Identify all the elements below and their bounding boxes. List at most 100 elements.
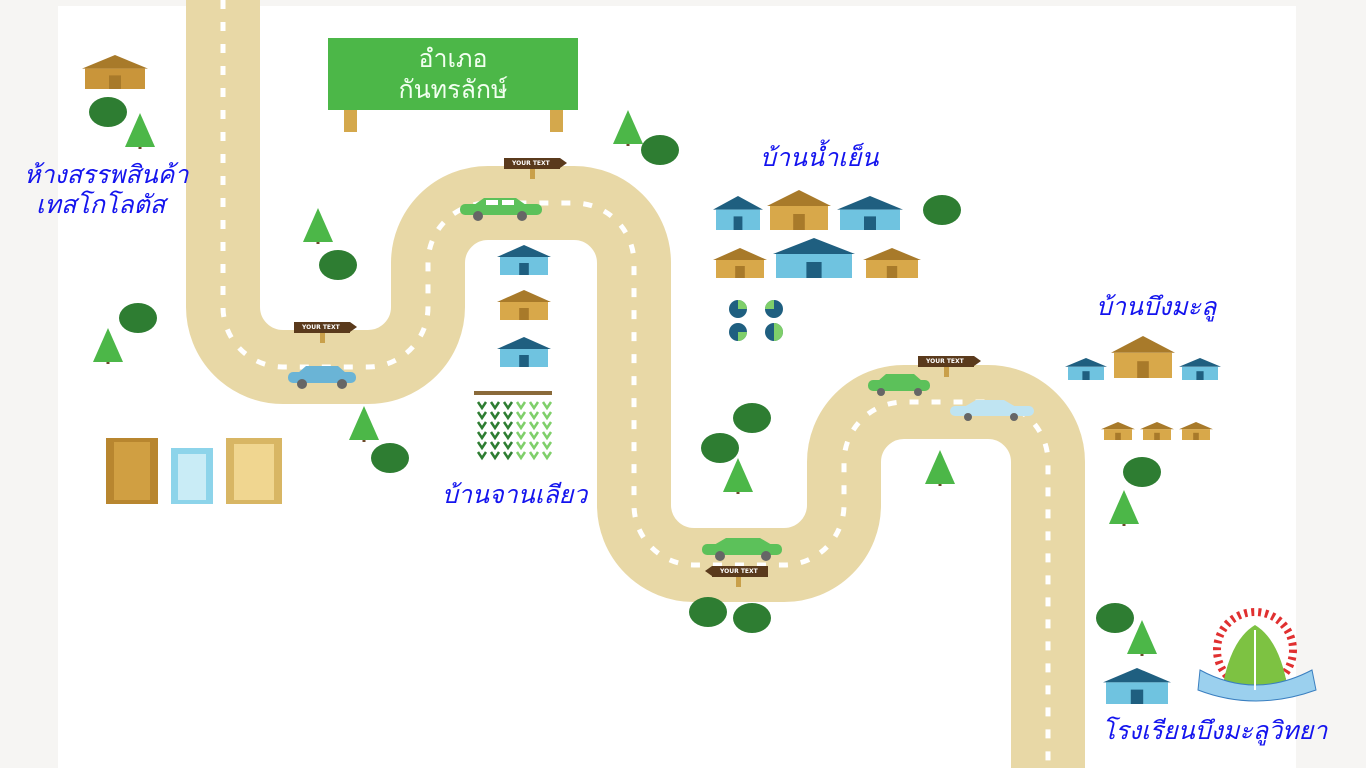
road-sign: YOUR TEXT — [705, 566, 768, 577]
round-tree-icon — [701, 433, 739, 463]
label-ban-chan-liao: บ้านจานเลียว — [442, 480, 588, 509]
crop-plant-icon — [528, 451, 540, 461]
round-tree-icon — [89, 97, 127, 127]
label-mall-line1: ห้างสรรพสินค้า — [24, 160, 189, 189]
sign-post — [550, 110, 563, 132]
crop-plant-icon — [476, 451, 488, 461]
car-lightblue — [950, 400, 1034, 421]
crop-plant-icon — [489, 421, 501, 431]
crop-plant-icon — [502, 411, 514, 421]
pine-tree-icon — [125, 113, 155, 149]
crop-plant-icon — [476, 431, 488, 441]
house-icon — [497, 290, 551, 320]
crop-plant-icon — [489, 431, 501, 441]
round-tree-icon — [733, 603, 771, 633]
road-sign: YOUR TEXT — [294, 322, 357, 333]
pie-charts — [729, 300, 783, 341]
crop-plant-icon — [515, 431, 527, 441]
label-ban-bueng-malu: บ้านบึงมะลู — [1096, 292, 1217, 321]
house-icon — [1101, 422, 1135, 440]
house-icon — [713, 248, 767, 278]
road-sign: YOUR TEXT — [504, 158, 567, 169]
round-tree-icon — [119, 303, 157, 333]
building-brown — [106, 438, 158, 504]
car-green — [702, 538, 782, 561]
crop-plant-icon — [502, 421, 514, 431]
crop-plant-icon — [489, 451, 501, 461]
round-tree-icon — [923, 195, 961, 225]
house-icon — [1140, 422, 1174, 440]
pine-tree-icon — [93, 328, 123, 364]
crop-plant-icon — [502, 441, 514, 451]
crop-plant-icon — [528, 431, 540, 441]
crop-plant-icon — [476, 411, 488, 421]
crop-plant-icon — [515, 441, 527, 451]
round-tree-icon — [689, 597, 727, 627]
house-icon — [1179, 422, 1213, 440]
house-icon — [82, 55, 148, 89]
crop-plant-icon — [502, 451, 514, 461]
crop-plant-icon — [489, 441, 501, 451]
house-icon — [1179, 358, 1221, 380]
label-ban-nam-yen: บ้านน้ำเย็น — [760, 143, 879, 172]
round-tree-icon — [733, 403, 771, 433]
road-dashes — [220, 0, 1051, 768]
pine-tree-icon — [925, 450, 955, 486]
crop-plant-icon — [515, 411, 527, 421]
crop-field — [474, 391, 553, 461]
road-sign: YOUR TEXT — [918, 356, 981, 367]
crop-plant-icon — [541, 401, 553, 411]
round-tree-icon — [1096, 603, 1134, 633]
district-sign-line1: อำเภอ — [418, 44, 488, 73]
house-icon — [767, 190, 831, 230]
pine-tree-icon — [613, 110, 643, 146]
house-icon — [497, 245, 551, 275]
crop-plant-icon — [541, 421, 553, 431]
district-sign: อำเภอ กันทรลักษ์ — [328, 38, 578, 110]
school-logo — [1197, 608, 1317, 702]
house-icon — [1103, 668, 1171, 704]
house-icon — [773, 238, 855, 278]
building-tan — [226, 438, 282, 504]
round-tree-icon — [319, 250, 357, 280]
round-tree-icon — [641, 135, 679, 165]
district-sign-line2: กันทรลักษ์ — [398, 75, 508, 104]
house-icon — [1111, 336, 1175, 378]
crop-plant-icon — [515, 401, 527, 411]
car-blue — [288, 366, 356, 389]
crop-plant-icon — [528, 421, 540, 431]
label-mall-line2: เทสโกโลตัส — [36, 190, 166, 219]
car-green — [460, 198, 542, 221]
crop-plant-icon — [502, 401, 514, 411]
crop-plant-icon — [528, 401, 540, 411]
crop-plant-icon — [528, 411, 540, 421]
crop-plant-icon — [541, 441, 553, 451]
crop-plant-icon — [476, 401, 488, 411]
pine-tree-icon — [1127, 620, 1157, 656]
sign-post — [344, 110, 357, 132]
house-icon — [713, 196, 763, 230]
crop-plant-icon — [489, 401, 501, 411]
crop-plant-icon — [502, 431, 514, 441]
crop-plant-icon — [489, 411, 501, 421]
house-icon — [837, 196, 903, 230]
building-blue — [171, 448, 213, 504]
label-mall: ห้างสรรพสินค้า เทสโกโลตัส — [24, 160, 188, 220]
house-icon — [863, 248, 921, 278]
crop-plant-icon — [541, 411, 553, 421]
car-green — [868, 374, 930, 396]
label-school: โรงเรียนบึงมะลูวิทยา — [1102, 716, 1328, 745]
crop-plant-icon — [541, 431, 553, 441]
pine-tree-icon — [303, 208, 333, 244]
pine-tree-icon — [349, 406, 379, 442]
round-tree-icon — [371, 443, 409, 473]
pine-tree-icon — [723, 458, 753, 494]
crop-plant-icon — [515, 421, 527, 431]
house-icon — [497, 337, 551, 367]
crop-plant-icon — [541, 451, 553, 461]
pine-tree-icon — [1109, 490, 1139, 526]
crop-plant-icon — [515, 451, 527, 461]
round-tree-icon — [1123, 457, 1161, 487]
crop-plant-icon — [476, 441, 488, 451]
